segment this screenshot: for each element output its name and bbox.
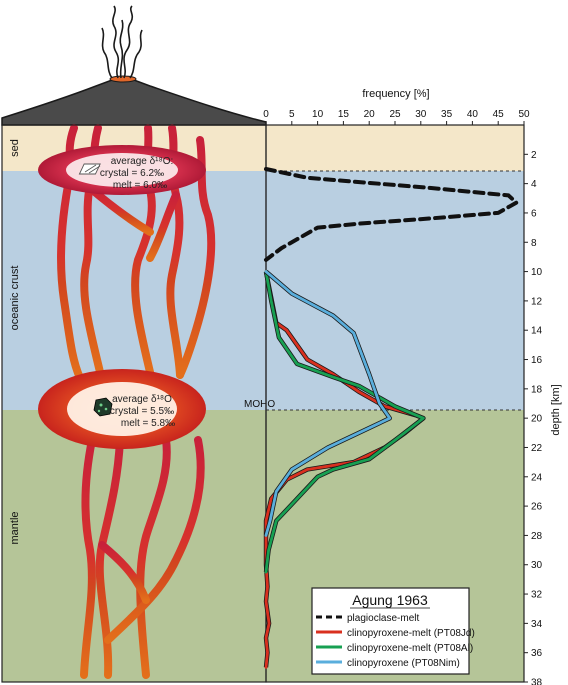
volcano: [1, 79, 267, 126]
x-tick-label: 40: [467, 109, 479, 120]
y-tick-label: 2: [531, 150, 537, 161]
y-tick-label: 34: [531, 619, 543, 630]
lower-chamber-label-bg: [67, 382, 177, 436]
x-tick-label: 10: [312, 109, 324, 120]
x-tick-label: 50: [518, 109, 530, 120]
eruption-plume: [101, 5, 143, 79]
x-tick-label: 45: [493, 109, 505, 120]
x-tick-label: 35: [441, 109, 453, 120]
lower-chamber-melt: melt = 5.8‰: [121, 418, 175, 429]
y-tick-label: 18: [531, 384, 543, 395]
y-tick-label: 36: [531, 648, 543, 659]
x-tick-label: 15: [338, 109, 350, 120]
y-tick-label: 32: [531, 590, 543, 601]
y-tick-label: 22: [531, 443, 543, 454]
x-tick-label: 0: [263, 109, 269, 120]
y-tick-label: 26: [531, 502, 543, 513]
y-tick-label: 38: [531, 678, 543, 685]
upper-chamber-label-bg: [66, 153, 178, 187]
sediment-layer-plot: [266, 125, 524, 171]
mantle-layer: [2, 410, 266, 682]
y-tick-label: 24: [531, 472, 543, 483]
y-tick-label: 8: [531, 238, 537, 249]
y-tick-label: 10: [531, 267, 543, 278]
x-tick-label: 20: [364, 109, 376, 120]
x-tick-label: 25: [389, 109, 401, 120]
x-axis-title: frequency [%]: [362, 88, 429, 100]
y-tick-label: 4: [531, 179, 537, 190]
series-cpx-melt-al: [264, 270, 425, 574]
y-tick-label: 12: [531, 296, 543, 307]
series-plagioclase-melt: [264, 167, 519, 262]
lower-chamber-crystal: crystal = 5.5‰: [110, 406, 174, 417]
x-axis: 0 5 10 15 20 25 30 35 40 45 50: [263, 109, 530, 125]
y-tick-label: 6: [531, 208, 537, 219]
plagioclase-crystal-icon: [78, 163, 101, 175]
legend-label-plagioclase-melt: plagioclase-melt: [347, 613, 419, 624]
series-cpx-nim: [264, 270, 392, 537]
sed-label: sed: [9, 139, 21, 157]
legend-label-cpx-nim: clinopyroxene (PT08Nim): [347, 658, 460, 669]
oceanic-crust-label: oceanic crust: [9, 266, 21, 331]
legend-label-cpx-al: clinopyroxene-melt (PT08Al): [347, 643, 473, 654]
upper-chamber-melt: melt = 6.0‰: [113, 180, 167, 191]
legend-label-cpx-jd: clinopyroxene-melt (PT08Jd): [347, 628, 475, 639]
lower-chamber-title: average δ¹⁸O: [112, 394, 172, 405]
series-layer: [263, 167, 519, 669]
clinopyroxene-crystal-icon: [93, 397, 113, 417]
y-tick-label: 20: [531, 414, 543, 425]
y-tick-label: 30: [531, 560, 543, 571]
x-tick-label: 30: [415, 109, 427, 120]
upper-chamber-title: average δ¹⁸O:: [111, 156, 174, 167]
y-tick-label: 16: [531, 355, 543, 366]
moho-label: MOHO: [244, 399, 275, 410]
y-tick-label: 14: [531, 326, 543, 337]
upper-chamber-crystal: crystal = 6.2‰: [100, 168, 164, 179]
y-axis-title: depth [km]: [550, 384, 562, 435]
y-tick-label: 28: [531, 531, 543, 542]
legend-title: Agung 1963: [352, 592, 428, 608]
mantle-label: mantle: [9, 511, 21, 544]
legend: Agung 1963 plagioclase-melt clinopyroxen…: [311, 587, 475, 675]
crater-lava: [109, 75, 137, 83]
x-tick-label: 5: [289, 109, 295, 120]
crust-layer-plot: [266, 171, 524, 410]
